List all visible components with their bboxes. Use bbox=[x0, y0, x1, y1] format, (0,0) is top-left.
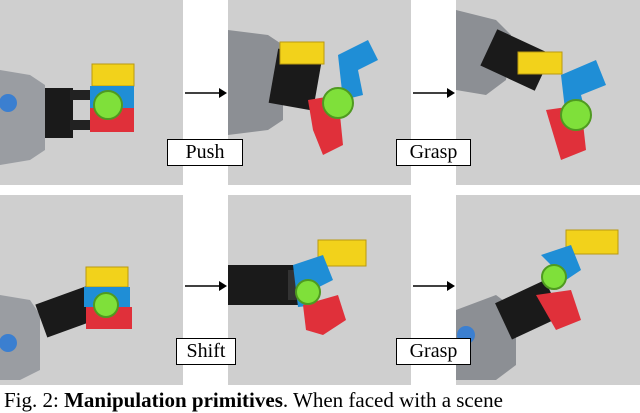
photo-row1-grasp bbox=[456, 0, 640, 185]
photo-row2-initial bbox=[0, 195, 183, 385]
photo-row1-initial bbox=[0, 0, 183, 185]
arrow-right-4 bbox=[413, 281, 455, 291]
photo-row2-grasp bbox=[456, 195, 640, 385]
caption-bold: Manipulation primitives bbox=[64, 388, 283, 412]
label-shift: Shift bbox=[176, 338, 236, 365]
arrow-right-2 bbox=[413, 88, 455, 98]
label-grasp-row1: Grasp bbox=[396, 139, 471, 166]
arrow-right-3 bbox=[185, 281, 227, 291]
photo-row1-push bbox=[228, 0, 411, 185]
caption-rest: . When faced with a scene bbox=[282, 388, 503, 412]
label-grasp-row2: Grasp bbox=[396, 338, 471, 365]
arrow-right-1 bbox=[185, 88, 227, 98]
label-push: Push bbox=[167, 139, 243, 166]
figure-caption: Fig. 2: Manipulation primitives. When fa… bbox=[4, 388, 503, 413]
photo-row2-shift bbox=[228, 195, 411, 385]
caption-prefix: Fig. 2: bbox=[4, 388, 65, 412]
